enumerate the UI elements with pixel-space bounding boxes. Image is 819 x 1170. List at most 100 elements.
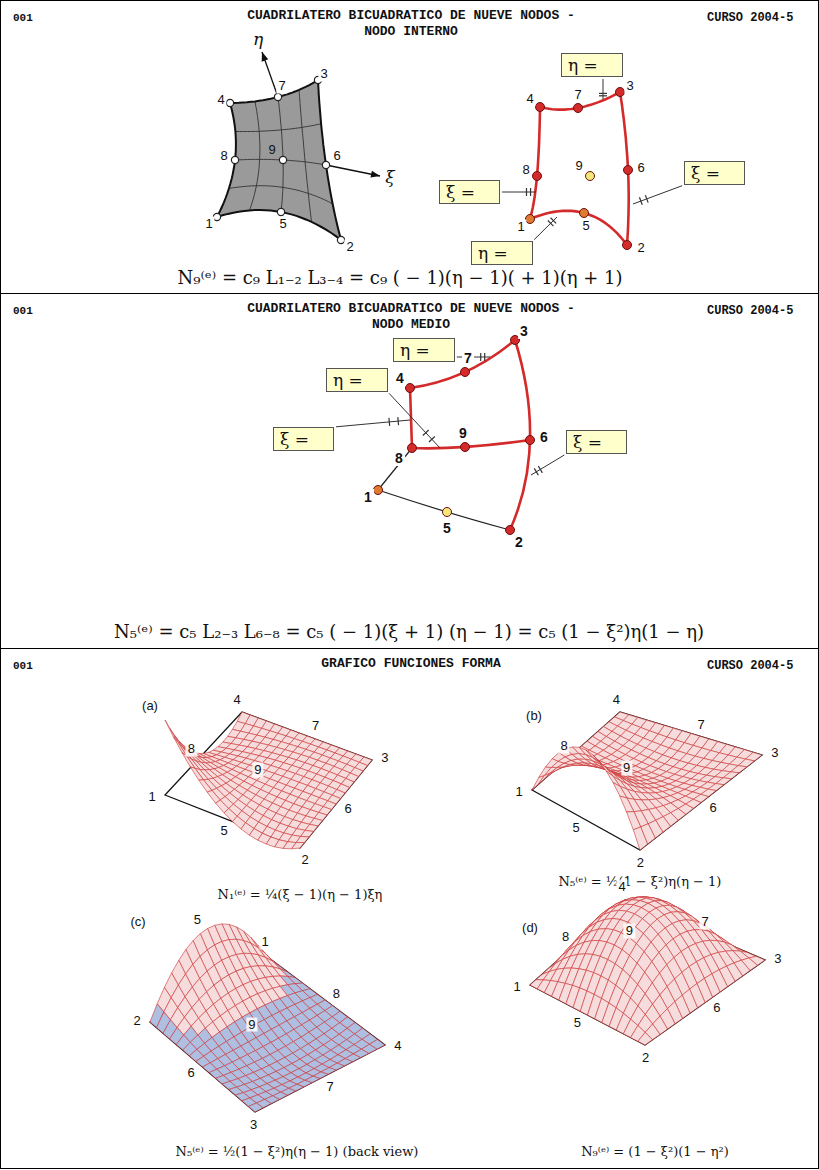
node-number: 5 (580, 219, 591, 234)
node-number: 6 (331, 149, 342, 164)
leader-tick (599, 95, 607, 96)
node-dot (616, 88, 625, 97)
node-number: 2 (513, 534, 525, 550)
callout-text: ξ = (280, 429, 309, 449)
node-number: 4 (617, 880, 628, 895)
node-number: 4 (611, 692, 622, 707)
node-number: 1 (260, 935, 271, 950)
slide-panel: 001CUADRILATERO BICUADRATICO DE NUEVE NO… (0, 0, 819, 294)
node-dot (526, 436, 535, 445)
callout-text: η = (400, 340, 430, 360)
leader-tick (429, 437, 435, 442)
slide-title: CUADRILATERO BICUADRATICO DE NUEVE NODOS… (241, 301, 581, 333)
element-outline (217, 80, 341, 240)
node-number: 4 (215, 93, 226, 108)
surface-cell (606, 771, 620, 786)
leader-line (633, 186, 682, 204)
node-dot (461, 368, 470, 377)
coordinate-callout: ξ = (439, 180, 500, 204)
surface-cell (539, 767, 552, 777)
leader-tick (538, 466, 542, 473)
callout-text: ξ = (446, 182, 475, 202)
node-number: 4 (394, 370, 406, 386)
node-number: 1 (147, 790, 158, 805)
node-dot (623, 241, 632, 250)
plot-caption: N₅⁽ᵉ⁾ = ½(1 − ξ²)η(η − 1) (back view) (176, 1145, 419, 1160)
leader-tick (548, 220, 554, 226)
node-number: 8 (393, 450, 405, 466)
arrow-head (262, 52, 269, 62)
node-number: 3 (772, 951, 783, 966)
surface-cell (723, 772, 739, 779)
node-dot (526, 215, 535, 224)
plot-base (165, 712, 372, 848)
node-number: 2 (131, 1013, 142, 1028)
leader-tick (599, 93, 607, 94)
coordinate-callout: ξ = (684, 161, 745, 185)
node-number: 8 (218, 149, 229, 164)
slide-number: 001 (13, 658, 33, 674)
node-number: 6 (538, 429, 550, 445)
node-circle (274, 93, 281, 100)
node-number: 4 (392, 1039, 403, 1054)
node-number: 7 (572, 88, 583, 103)
node-number: 9 (252, 762, 263, 777)
node-number: 1 (513, 784, 524, 799)
node-number: 5 (218, 824, 229, 839)
leader-tick (639, 197, 642, 204)
leader-tick (530, 188, 531, 196)
grid-line (250, 101, 260, 210)
callout-text: ξ = (691, 163, 720, 183)
leader-tick (388, 418, 390, 426)
node-number: 3 (379, 750, 390, 765)
callout-text: η = (568, 55, 598, 75)
node-number: 5 (277, 217, 288, 232)
plot-tag: (b) (524, 709, 544, 724)
surface-cell (613, 783, 627, 799)
node-number: 9 (266, 143, 277, 158)
plot-tag: (a) (140, 699, 160, 714)
node-number: 8 (186, 741, 197, 756)
node-number: 5 (441, 520, 453, 536)
arrow-head (371, 171, 381, 178)
node-circle (277, 208, 284, 215)
node-number: 7 (695, 718, 706, 733)
coordinate-callout: ξ = (273, 427, 334, 451)
slide-number: 001 (13, 303, 33, 319)
plot-base (530, 900, 765, 1045)
surface-cell (199, 780, 212, 792)
grid-line (229, 186, 333, 204)
node-number: 1 (203, 217, 214, 232)
leader-tick (480, 353, 481, 361)
surface-cell (600, 762, 614, 776)
slide-title: CUADRILATERO BICUADRATICO DE NUEVE NODOS… (241, 8, 581, 40)
node-dot (461, 443, 470, 452)
surface-cell (173, 737, 186, 756)
node-number: 9 (246, 1017, 257, 1032)
node-number: 3 (318, 67, 329, 82)
node-number: 2 (300, 852, 311, 867)
grid-line (278, 97, 283, 212)
surface-cell (190, 767, 203, 780)
callout-text: ξ = (573, 432, 602, 452)
node-number: 4 (524, 92, 535, 107)
node-number: 9 (624, 924, 635, 939)
node-number: 9 (621, 760, 632, 775)
node-number: 7 (700, 914, 711, 929)
leader-tick (397, 417, 399, 425)
node-number: 2 (635, 856, 646, 871)
node-circle (314, 76, 321, 83)
axis-label: η (253, 30, 263, 50)
surface-cell (182, 752, 195, 768)
node-number: 8 (560, 930, 571, 945)
node-circle (213, 213, 220, 220)
node-dot (374, 486, 383, 495)
node-dot (408, 444, 417, 453)
course-label: CURSO 2004-5 (707, 658, 793, 674)
leader-tick (526, 188, 527, 196)
coordinate-callout: η = (326, 368, 388, 392)
node-circle (231, 156, 238, 163)
node-dot (536, 103, 545, 112)
node-number: 6 (635, 161, 646, 176)
shape-function-formula: N₅⁽ᵉ⁾ = c₅ L₂₋₃ L₆₋₈ = c₅ ( − 1)(ξ + 1) … (114, 622, 704, 643)
